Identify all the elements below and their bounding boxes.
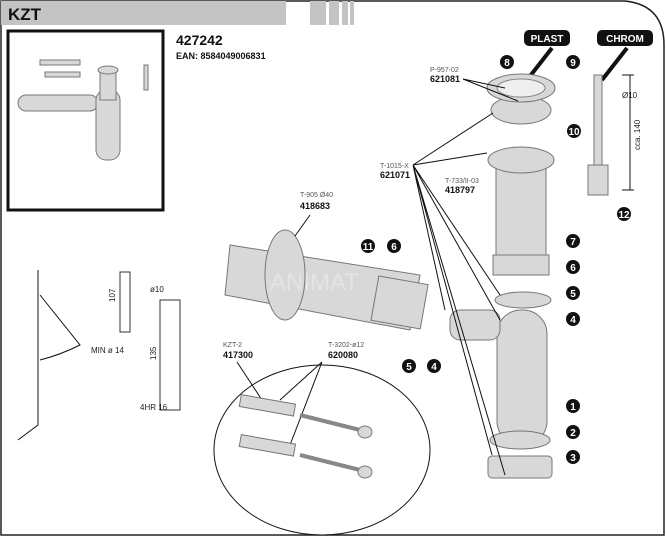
arrow-chrom xyxy=(600,46,629,82)
callout-6: 6 xyxy=(566,260,580,274)
thumbnail-box xyxy=(6,29,165,212)
callout-11: 11 xyxy=(361,239,375,253)
label-t905-code: 418683 xyxy=(300,201,330,211)
svg-text:9: 9 xyxy=(570,58,576,69)
label-t733-type: T-733/II-03 xyxy=(445,178,479,185)
callout-3: 3 xyxy=(566,450,580,464)
installation-sketch xyxy=(17,270,181,441)
label-kzt2-code: 417300 xyxy=(223,350,253,360)
label-t905-type: T-905 Ø40 xyxy=(300,192,333,199)
outlet-pipe xyxy=(224,229,429,331)
tag-plast xyxy=(524,30,570,46)
svg-text:7: 7 xyxy=(570,237,576,248)
callout-7: 7 xyxy=(566,234,580,248)
label-t3202-type: T-3202-ø12 xyxy=(328,342,364,349)
callout-5: 5 xyxy=(566,286,580,300)
bottle-trap xyxy=(449,291,553,479)
callout-12: 12 xyxy=(617,207,631,221)
label-kzt2-type: KZT-2 xyxy=(223,342,242,349)
svg-text:2: 2 xyxy=(570,428,576,439)
callout-6-pipe: 6 xyxy=(387,239,401,253)
svg-text:8: 8 xyxy=(504,58,510,69)
callout-5-pipe: 5 xyxy=(402,359,416,373)
sink-strainer-cap xyxy=(486,73,556,125)
callout-4: 4 xyxy=(566,312,580,326)
svg-text:1: 1 xyxy=(570,402,576,413)
svg-text:6: 6 xyxy=(570,263,576,274)
thumbnail-image xyxy=(17,59,149,161)
strainer-body xyxy=(487,146,555,276)
callout-4-pipe: 4 xyxy=(427,359,441,373)
product-ean: EAN: 8584049006831 xyxy=(176,51,266,61)
callout-10: 10 xyxy=(567,124,581,138)
svg-text:12: 12 xyxy=(618,210,630,221)
label-t1015-type: T-1015-X xyxy=(380,163,409,170)
header-title: KZT xyxy=(8,5,42,24)
dim-min14: MIN ø 14 xyxy=(91,346,124,355)
label-t1015-code: 621071 xyxy=(380,170,410,180)
tag-plast-label: PLAST xyxy=(531,34,564,45)
svg-text:5: 5 xyxy=(406,362,412,373)
watermark: ANIMAT xyxy=(270,269,359,296)
callout-2: 2 xyxy=(566,425,580,439)
svg-text:3: 3 xyxy=(570,453,576,464)
chrome-rod xyxy=(587,74,609,196)
dim-rod-length: cca. 140 xyxy=(633,119,642,150)
svg-text:11: 11 xyxy=(363,242,374,253)
svg-text:6: 6 xyxy=(391,242,397,253)
svg-text:5: 5 xyxy=(570,289,576,300)
tag-chrom-label: CHROM xyxy=(606,34,644,45)
label-p957-code: 621081 xyxy=(430,74,460,84)
wall-plugs-and-screws xyxy=(238,394,373,479)
callout-9: 9 xyxy=(566,55,580,69)
dim-d10: ø10 xyxy=(150,285,164,294)
dim-135: 135 xyxy=(149,346,158,360)
product-code: 427242 xyxy=(176,32,223,48)
tag-chrom xyxy=(597,30,653,46)
svg-text:4: 4 xyxy=(570,315,576,326)
screw-detail-circle xyxy=(213,364,431,536)
callout-8: 8 xyxy=(500,55,514,69)
dim-107: 107 xyxy=(108,288,117,302)
svg-text:10: 10 xyxy=(568,127,580,138)
label-t733-code: 418797 xyxy=(445,185,475,195)
callout-1: 1 xyxy=(566,399,580,413)
header-bar xyxy=(1,1,286,25)
label-t3202-code: 620080 xyxy=(328,350,358,360)
dim-hr16: 4HR 16 xyxy=(140,403,168,412)
label-p957-type: P-957-02 xyxy=(430,67,459,74)
svg-text:4: 4 xyxy=(431,362,437,373)
